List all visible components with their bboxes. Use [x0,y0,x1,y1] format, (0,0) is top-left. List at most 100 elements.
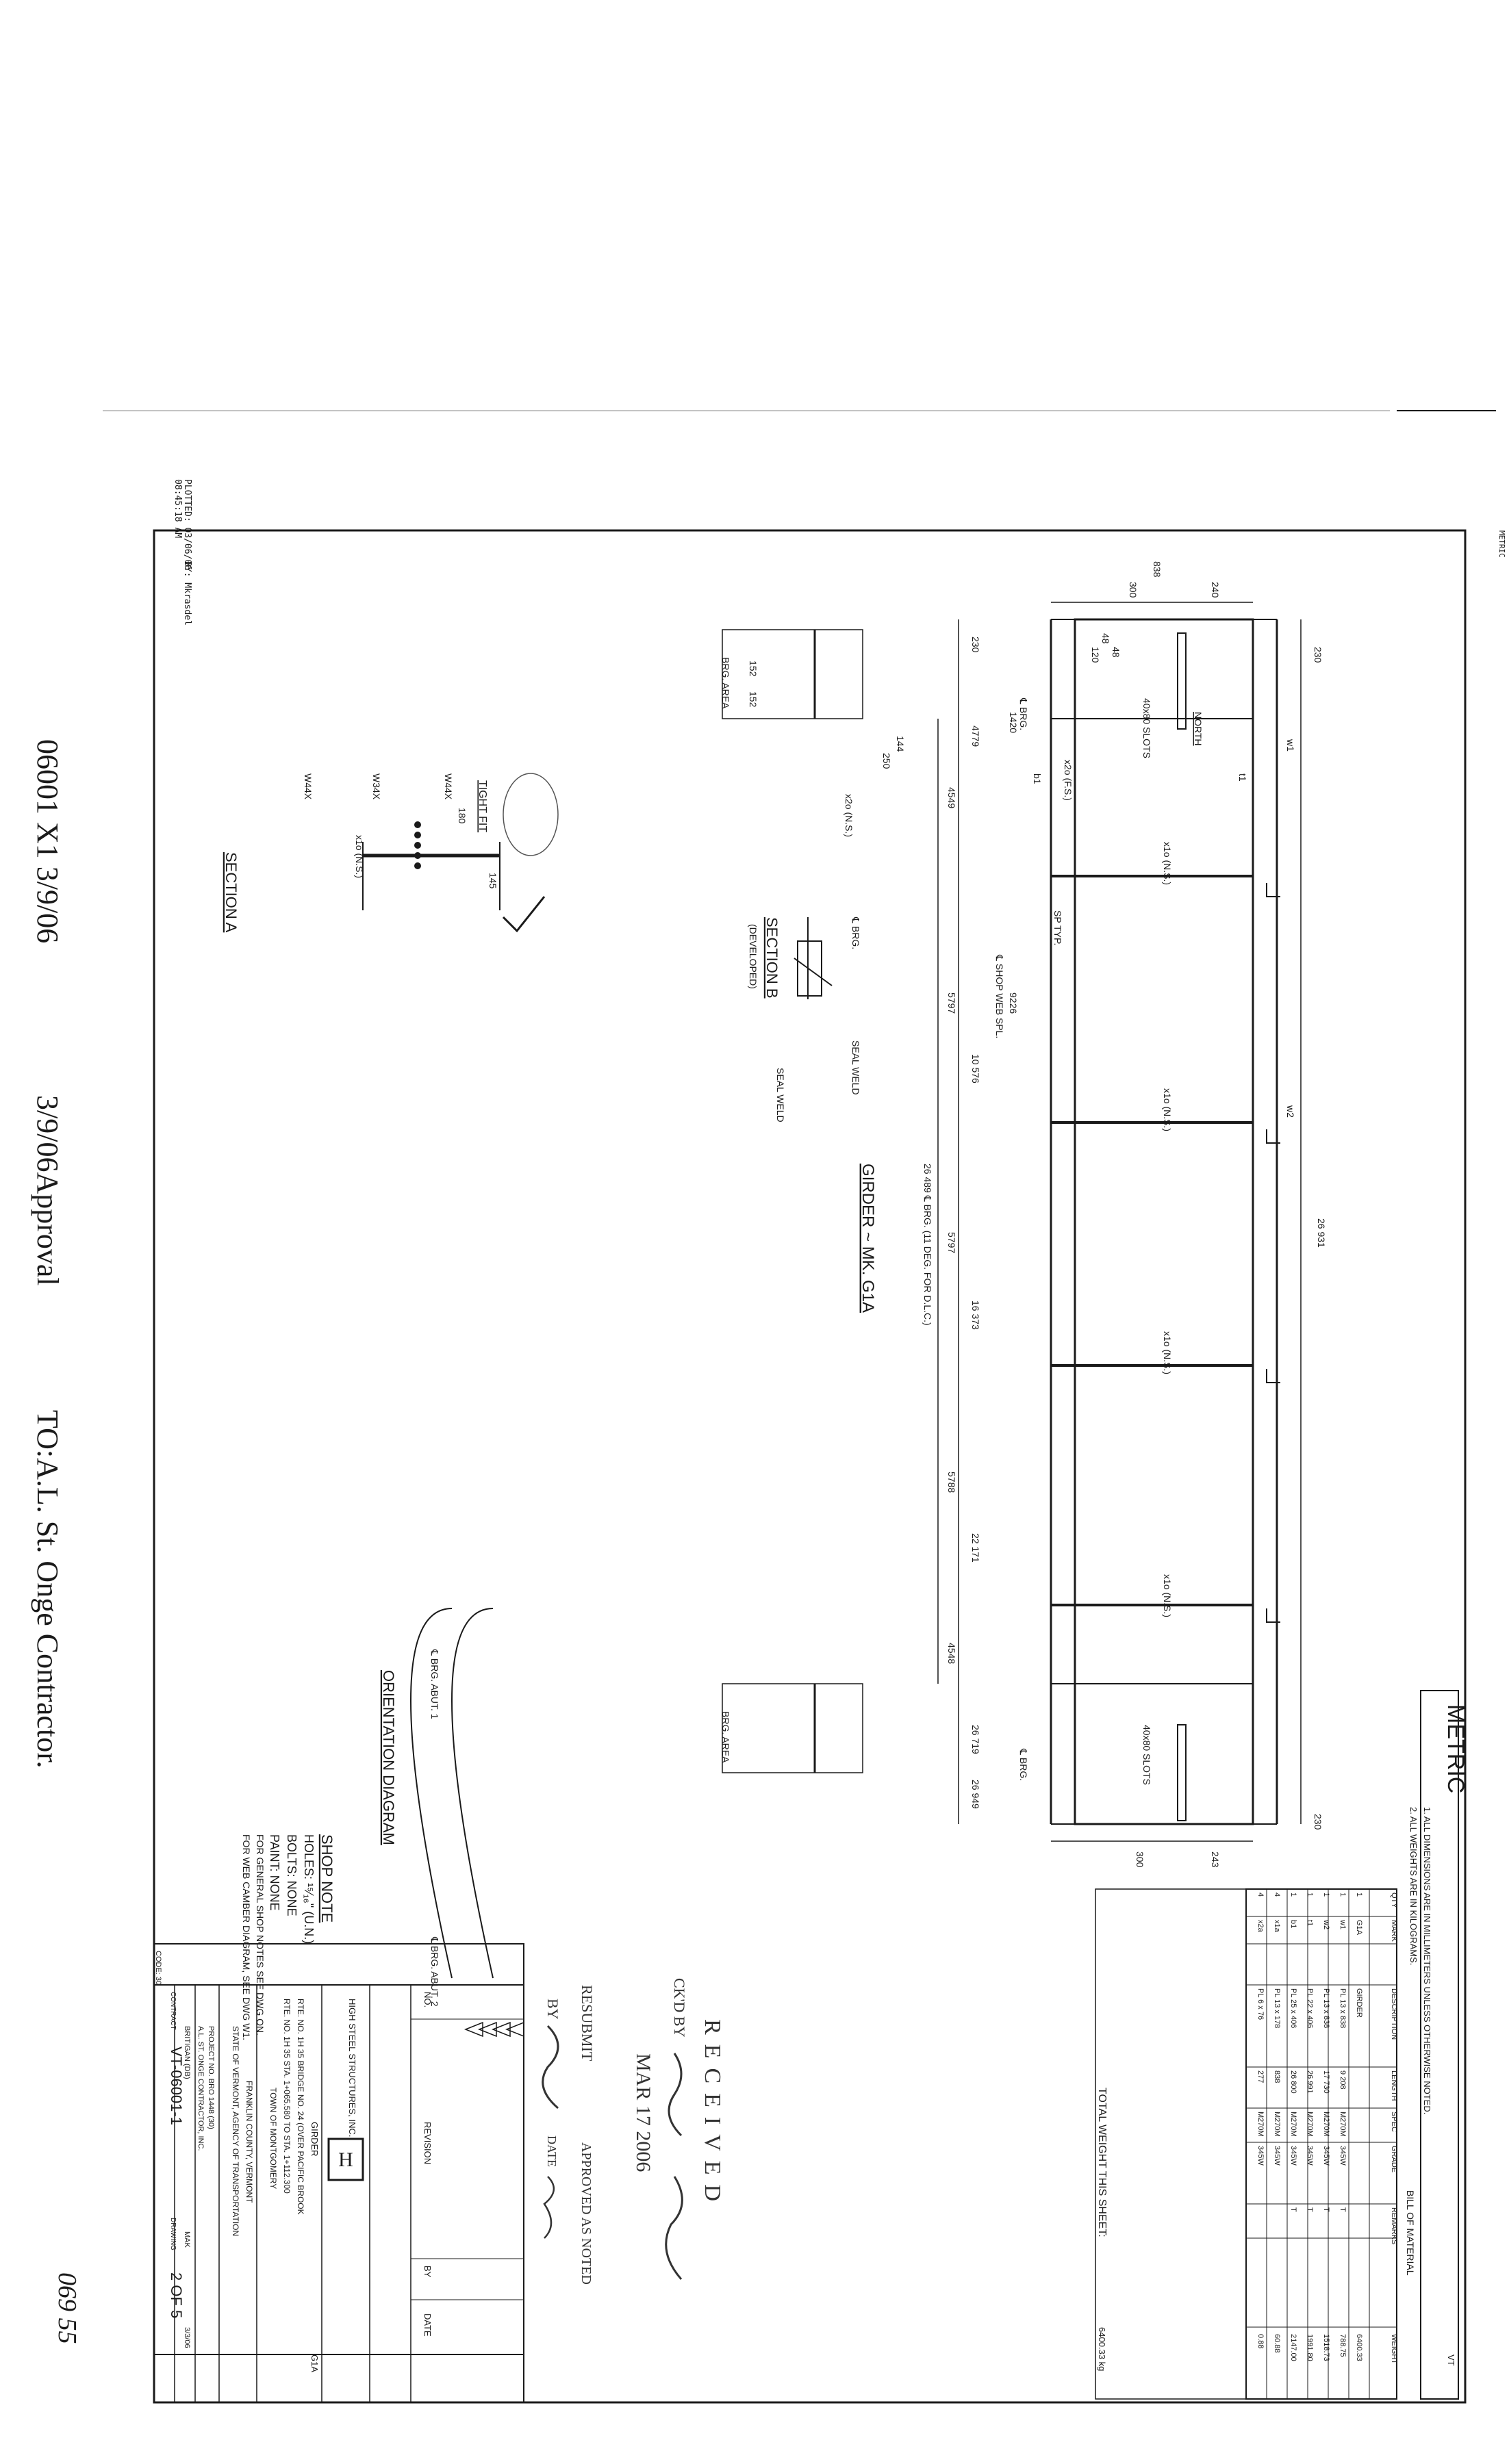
title-block: H NO. REVISION BY DATE HIGH STEEL STRUCT… [153,1943,1456,2403]
bom-header-description: DESCRIPTION [1390,1988,1398,2040]
rev-header-date: DATE [422,2313,433,2337]
bom-cell: 60.88 [1273,2334,1281,2353]
shop-note-holes: HOLES: ¹⁵⁄₁₆" (U.N.) [302,1834,316,1944]
girder-outline [1074,618,1254,1825]
panel-dim-1: 4549 [946,787,957,808]
bearing-area-block [722,1683,863,1773]
orientation-title: ORIENTATION DIAGRAM [380,1670,397,1845]
section-b-subtitle: (DEVELOPED) [748,924,759,989]
bom-cell: x1a [1273,1920,1281,1933]
bom-cell: 17 730 [1322,2070,1330,2094]
sheet-label: DRAWING [169,2218,177,2250]
bom-cell: 6400.33 [1355,2334,1363,2361]
code-label: CODE: 30 [154,1951,162,1985]
bom-cell: T [1289,2207,1297,2212]
bom-cell: 345W [1306,2146,1314,2166]
checked-by: MAK [183,2231,191,2248]
x1o-ns-label-2: x1o (N.S.) [1162,1088,1173,1131]
mark-code: G1A [309,2354,320,2372]
shop-note-bolts: BOLTS: NONE [285,1834,299,1916]
sp-label: SP TYP. [1052,910,1063,945]
bom-cell: G1A [1355,1920,1363,1936]
bom-title: BILL OF MATERIAL [1405,2190,1416,2276]
section-b-weld-1: SEAL WELD [850,1040,861,1095]
bom-cell: GIRDER [1355,1988,1363,2018]
station-dim-4: 16 373 [970,1300,981,1330]
brg-area-label-2: BRG. AREA [720,1711,731,1763]
rev-header-revision: REVISION [422,2122,433,2164]
plot-by: BY: Mkrasdel [182,561,192,626]
signature-by [542,2025,559,2109]
part-name: GIRDER [309,2122,320,2157]
notes-line-1: 1. ALL DIMENSIONS ARE IN MILLIMETERS UNL… [1422,1807,1432,2114]
notes-box: METRIC 1. ALL DIMENSIONS ARE IN MILLIMET… [1408,1690,1469,2400]
county: FRANKLIN COUNTY, VERMONT [244,2081,254,2203]
fabricator-name: HIGH STEEL STRUCTURES, INC. [347,1999,357,2137]
bridge-route: RTE. NO. 1H 35 BRIDGE NO. 24 (OVER PACIF… [296,1999,305,2215]
bom-cell: PL 13 x 178 [1273,1988,1281,2028]
girder-elevation [362,602,1302,1979]
bom-cell: 345W [1273,2146,1281,2166]
bom-header-remarks: REMARKS [1390,2207,1398,2244]
bom-cell: x2a [1256,1920,1265,1933]
orientation-brg-1: ℄ BRG. ABUT. 1 [429,1649,440,1719]
brg-area-label-1: BRG. AREA [720,657,731,709]
bom-cell: M270M [1289,2112,1297,2137]
bom-cell: t1 [1306,1920,1314,1926]
x1o-ns-label-5: x1o (N.S.) [354,835,365,878]
stamp-resubmit: RESUBMIT [579,1985,596,2062]
x1o-ns-label-4: x1o (N.S.) [1162,1574,1173,1617]
x1o-ns-label-3: x1o (N.S.) [1162,1331,1173,1374]
bom-cell: T [1322,2207,1330,2212]
bom-cell: 1 [1306,1892,1314,1897]
end-dim-120: 120 [1090,647,1101,663]
station-dim-2: 4779 [970,726,981,747]
bom-cell: 788.75 [1339,2334,1347,2357]
drawn-by: BRITIGAN (DB) [183,2026,191,2079]
bom-cell: T [1339,2207,1347,2212]
slot-mark [1177,632,1187,730]
shop-note-camber: FOR WEB CAMBER DIAGRAM, SEE DWG W1. [241,1834,252,2040]
bom-cell: PL 22 x 406 [1306,1988,1314,2028]
station-dim-5: 22 171 [970,1533,981,1563]
bom-cell: PL 6 x 76 [1256,1988,1265,2020]
dim-152b: 152 [748,691,759,708]
bom-cell: 26 800 [1289,2070,1297,2094]
plot-date: PLOTTED: 03/06/06 [182,479,192,570]
panel-dim-5: 4548 [946,1643,957,1664]
agency: STATE OF VERMONT, AGENCY OF TRANSPORTATI… [231,2026,240,2236]
bom-cell: b1 [1289,1920,1297,1928]
bom-cell: 277 [1256,2070,1265,2083]
contract-label: CONTRACT [169,1992,177,2030]
slot-mark [1177,1724,1187,1821]
end-dim-240: 240 [1210,582,1221,598]
bom-cell: 1991.80 [1306,2334,1314,2361]
panel-dim-4: 5788 [946,1472,957,1493]
section-a-weld-1: W44X [303,773,314,800]
end-dim-243: 243 [1210,1851,1221,1868]
section-a-sketch [362,821,500,910]
bom-header-grade: GRADE [1390,2146,1398,2172]
section-a-weld-2: W34X [371,773,382,800]
x1o-ns-label-1: x1o (N.S.) [1162,842,1173,885]
section-a-markers [1266,883,1280,1623]
bom-cell: M270M [1339,2112,1347,2137]
bom-cell: 838 [1273,2070,1281,2083]
contract-number: VT-06001-1 [168,2046,185,2125]
bom-cell: 345W [1339,2146,1347,2166]
dim-180: 180 [457,808,468,824]
dim-1420: 1420 [1008,712,1019,733]
bom-cell: 345W [1289,2146,1297,2166]
bom-total-value: 6400.33 kg [1097,2327,1107,2371]
bom-header-spec: SPEC [1390,2112,1398,2132]
bearing-length-label: 26 489 ℄ BRG. (11 DEG. FOR D.L.C.) [922,1164,933,1326]
dim-152a: 152 [748,660,759,677]
station-dim-7: 26 949 [970,1780,981,1809]
section-b-bearing: ℄ BRG. [850,916,861,949]
notes-line-2: 2. ALL WEIGHTS ARE IN KILOGRAMS. [1408,1807,1419,1965]
bom-cell: PL 13 x 838 [1339,1988,1347,2028]
shop-note-paint: PAINT: NONE [268,1834,281,1911]
bom-cell: 1518.73 [1322,2334,1330,2361]
town: TOWN OF MONTGOMERY [268,2088,278,2189]
